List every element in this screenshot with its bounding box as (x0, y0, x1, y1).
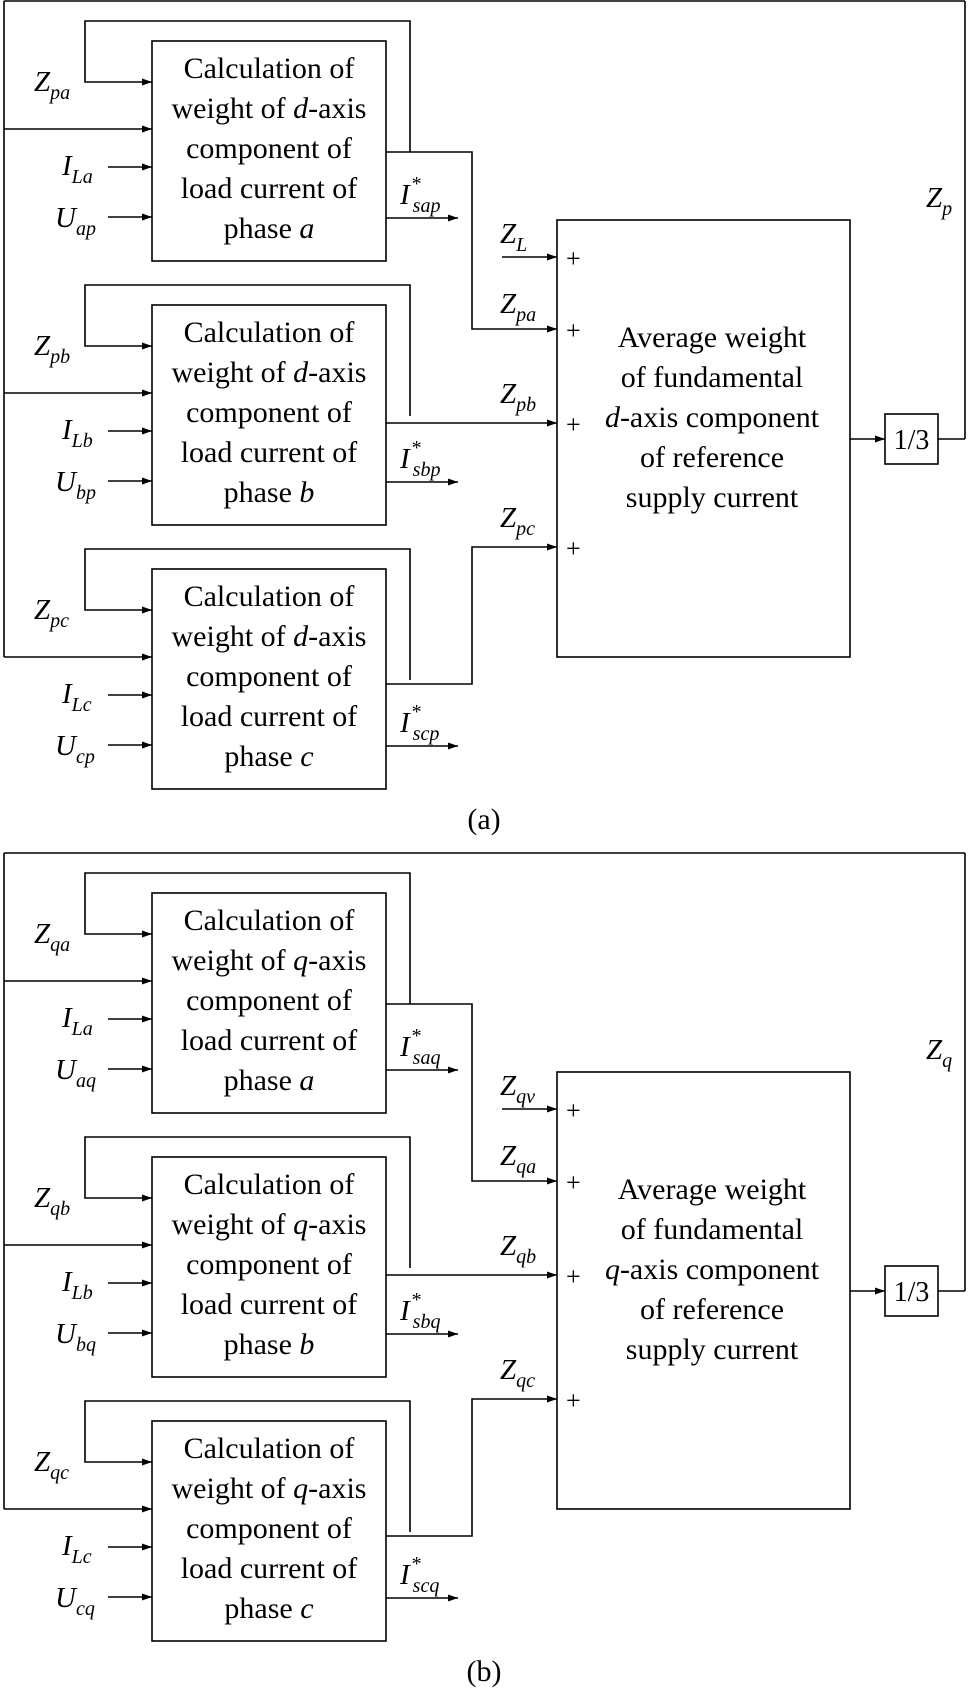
phase-c-voltage-label: Ucq (55, 1582, 95, 1620)
phase-c-calc-block (151, 1420, 387, 1642)
phase-c-feedback-label: Zpc (34, 594, 69, 632)
average-input-1-sign: + (566, 244, 581, 273)
phase-c-reference-label: I*scp (399, 701, 439, 745)
average-input-1-sign: + (566, 1096, 581, 1125)
gain-block (884, 1265, 939, 1317)
gain-value: 1/3 (894, 425, 930, 456)
average-input-4 (386, 1395, 557, 1537)
average-input-2 (386, 1003, 557, 1185)
average-input-2-label: Zpa (500, 288, 536, 326)
phase-b-reference-label: I*sbq (399, 1289, 440, 1333)
phase-b-current-label: ILb (61, 1266, 93, 1304)
average-input-3-label: Zqb (500, 1230, 536, 1268)
phase-b-reference-label: I*sbp (399, 437, 440, 481)
panel-caption: (b) (467, 1655, 502, 1688)
average-input-3-sign: + (566, 1262, 581, 1291)
feedback-output-label: Zq (926, 1034, 952, 1072)
phase-a-voltage-label: Uaq (55, 1054, 96, 1092)
phase-b-feedback-loop (84, 1136, 411, 1268)
phase-b-calc-block (151, 1156, 387, 1378)
average-input-2-label: Zqa (500, 1140, 536, 1178)
phase-c-voltage-label: Ucp (55, 730, 95, 768)
feedback-output-label: Zp (926, 182, 952, 220)
phase-a-calc-block (151, 40, 387, 262)
average-input-2-sign: + (566, 1168, 581, 1197)
phase-a-feedback-label: Zqa (34, 918, 70, 956)
average-input-4 (386, 543, 557, 685)
phase-a-current-label: ILa (61, 150, 93, 188)
phase-a-current-label: ILa (61, 1002, 93, 1040)
phase-c-feedback-label: Zqc (34, 1446, 69, 1484)
average-input-3-label: Zpb (500, 378, 536, 416)
average-weight-block (556, 1071, 851, 1510)
average-input-2 (386, 151, 557, 333)
phase-b-feedback-label: Zqb (34, 1182, 70, 1220)
phase-c-reference-label: I*scq (399, 1553, 439, 1597)
phase-b-feedback-loop (84, 284, 411, 416)
phase-a-calc-block (151, 892, 387, 1114)
phase-c-current-label: ILc (61, 1530, 92, 1568)
phase-a-voltage-label: Uap (55, 202, 96, 240)
phase-a-feedback-loop (84, 872, 411, 1004)
average-input-3-sign: + (566, 410, 581, 439)
average-input-4-sign: + (566, 534, 581, 563)
average-input-4-label: Zqc (500, 1354, 535, 1392)
gain-value: 1/3 (894, 1277, 930, 1308)
gain-block (884, 413, 939, 465)
average-input-1-label: Zqv (500, 1070, 535, 1108)
average-input-1-label: ZL (500, 218, 527, 256)
phase-c-calc-block (151, 568, 387, 790)
panel-caption: (a) (467, 803, 500, 836)
phase-a-feedback-label: Zpa (34, 66, 70, 104)
average-weight-block (556, 219, 851, 658)
phase-b-current-label: ILb (61, 414, 93, 452)
phase-a-reference-label: I*sap (399, 173, 440, 217)
average-input-2-sign: + (566, 316, 581, 345)
phase-c-current-label: ILc (61, 678, 92, 716)
phase-b-voltage-label: Ubq (55, 1318, 96, 1356)
phase-b-feedback-label: Zpb (34, 330, 70, 368)
phase-c-feedback-loop (84, 1400, 411, 1532)
average-input-4-sign: + (566, 1386, 581, 1415)
average-input-4-label: Zpc (500, 502, 535, 540)
phase-c-feedback-loop (84, 548, 411, 680)
phase-b-voltage-label: Ubp (55, 466, 96, 504)
phase-a-feedback-loop (84, 20, 411, 152)
phase-b-calc-block (151, 304, 387, 526)
phase-a-reference-label: I*saq (399, 1025, 440, 1069)
